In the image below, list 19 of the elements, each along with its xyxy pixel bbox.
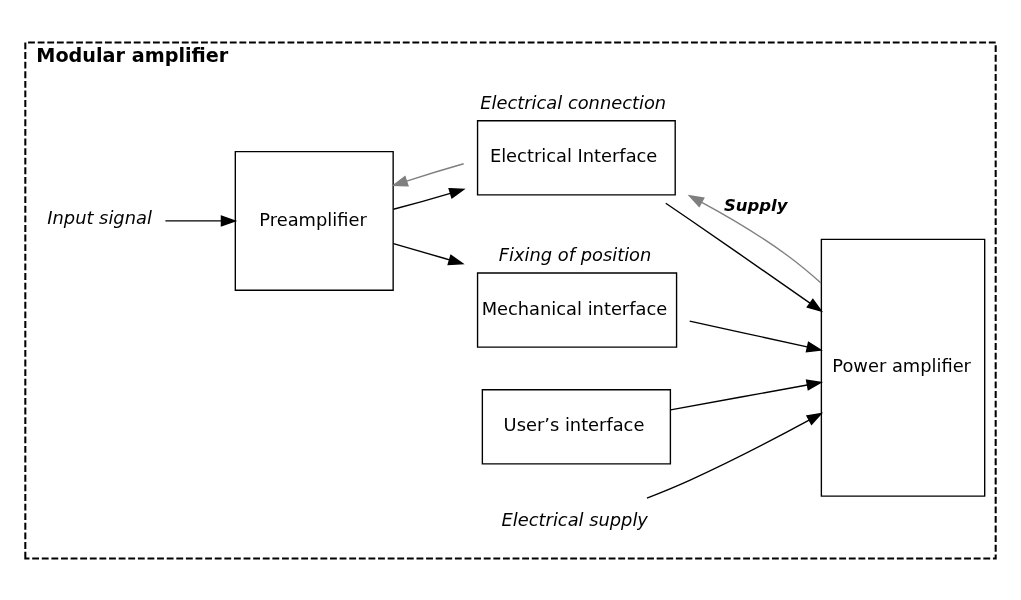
arrow (391, 162, 465, 186)
arrow (687, 194, 822, 284)
arrow (392, 187, 466, 210)
node-label: Fixing of position (498, 243, 652, 265)
arrow (164, 214, 238, 227)
arrow (689, 319, 823, 352)
node-box: Preamplifier (234, 150, 394, 291)
node-box: User’s interface (481, 388, 672, 464)
node-text: Input signal (47, 206, 152, 228)
node-box: Mechanical interface (476, 271, 678, 348)
edge-label: Supply (723, 195, 788, 215)
arrow (392, 242, 465, 265)
arrow (669, 378, 823, 411)
node-box: Power amplifier (820, 238, 986, 497)
node-box: Electrical Interface (476, 119, 676, 195)
arrow (665, 202, 824, 312)
arrow (646, 411, 824, 499)
node-label: Electrical connection (480, 91, 667, 113)
node-text: Electrical supply (501, 508, 648, 530)
